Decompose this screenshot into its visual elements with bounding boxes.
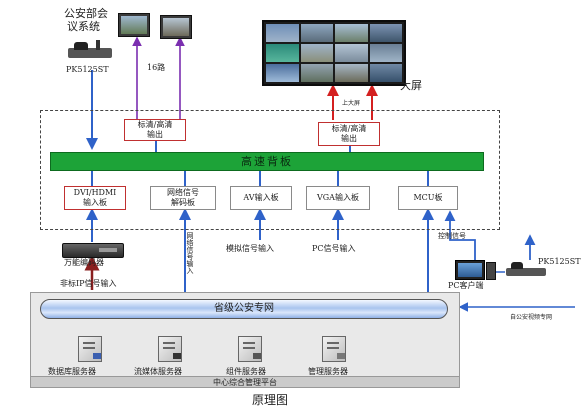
board-network-decoder: 网络信号 解码板 (150, 186, 216, 210)
channels-label: 16路 (147, 63, 166, 72)
server-icon-db (78, 336, 102, 362)
left-output-box: 标清/高清 输出 (124, 119, 186, 141)
video-wall (262, 20, 406, 86)
control-signal-label: 控制信号 (438, 232, 466, 240)
board-vga-input: VGA输入板 (306, 186, 370, 210)
monitor-1 (118, 13, 150, 37)
right-output-box: 标清/高清 输出 (318, 122, 380, 146)
processor-frame (40, 110, 500, 230)
server-icon-component (238, 336, 262, 362)
diagram-title: 原理图 (252, 393, 289, 407)
monitor-2 (160, 15, 192, 39)
provincial-network-pipe: 省级公安专网 (40, 299, 448, 319)
pc-client-tower (486, 262, 496, 280)
server-label-management: 管理服务器 (308, 367, 348, 376)
universal-encoder-device (62, 243, 124, 258)
server-icon-media (158, 336, 182, 362)
central-platform-bar: 中心综合管理平台 (30, 376, 460, 388)
server-label-media: 流媒体服务器 (134, 367, 182, 376)
pc-client-monitor (455, 260, 485, 280)
server-label-db: 数据库服务器 (48, 367, 96, 376)
control-signal-path (444, 210, 476, 262)
board-mcu: MCU板 (398, 186, 458, 210)
board-av-input: AV输入板 (230, 186, 292, 210)
encoder-label: 万能编码器 (64, 258, 104, 267)
on-screen-label: 上大屏 (342, 100, 361, 107)
pc-client-label: PC客户端 (448, 281, 484, 290)
server-icon-management (322, 336, 346, 362)
server-label-component: 组件服务器 (226, 367, 266, 376)
board-dvi-hdmi: DVI/HDMI 输入板 (64, 186, 126, 210)
ministry-label-line2: 议系统 (67, 20, 100, 33)
high-speed-backplane: 高速背板 (50, 152, 484, 171)
non-ip-input-label: 非标IP信号输入 (60, 279, 117, 288)
network-signal-vertical-label: 网络信号输入 (186, 232, 194, 274)
right-keyboard-label: PK5125ST (538, 257, 581, 266)
pc-input-label: PC信号输入 (312, 244, 356, 253)
keyboard-label: PK5125ST (66, 65, 109, 74)
right-keyboard-device (506, 262, 546, 276)
analog-input-label: 模拟信号输入 (226, 244, 274, 253)
ministry-label-line1: 公安部会 (64, 7, 108, 20)
big-screen-label: 大屏 (400, 79, 422, 92)
external-network-label: 自公安视频专网 (510, 314, 553, 321)
keyboard-device (68, 40, 112, 60)
